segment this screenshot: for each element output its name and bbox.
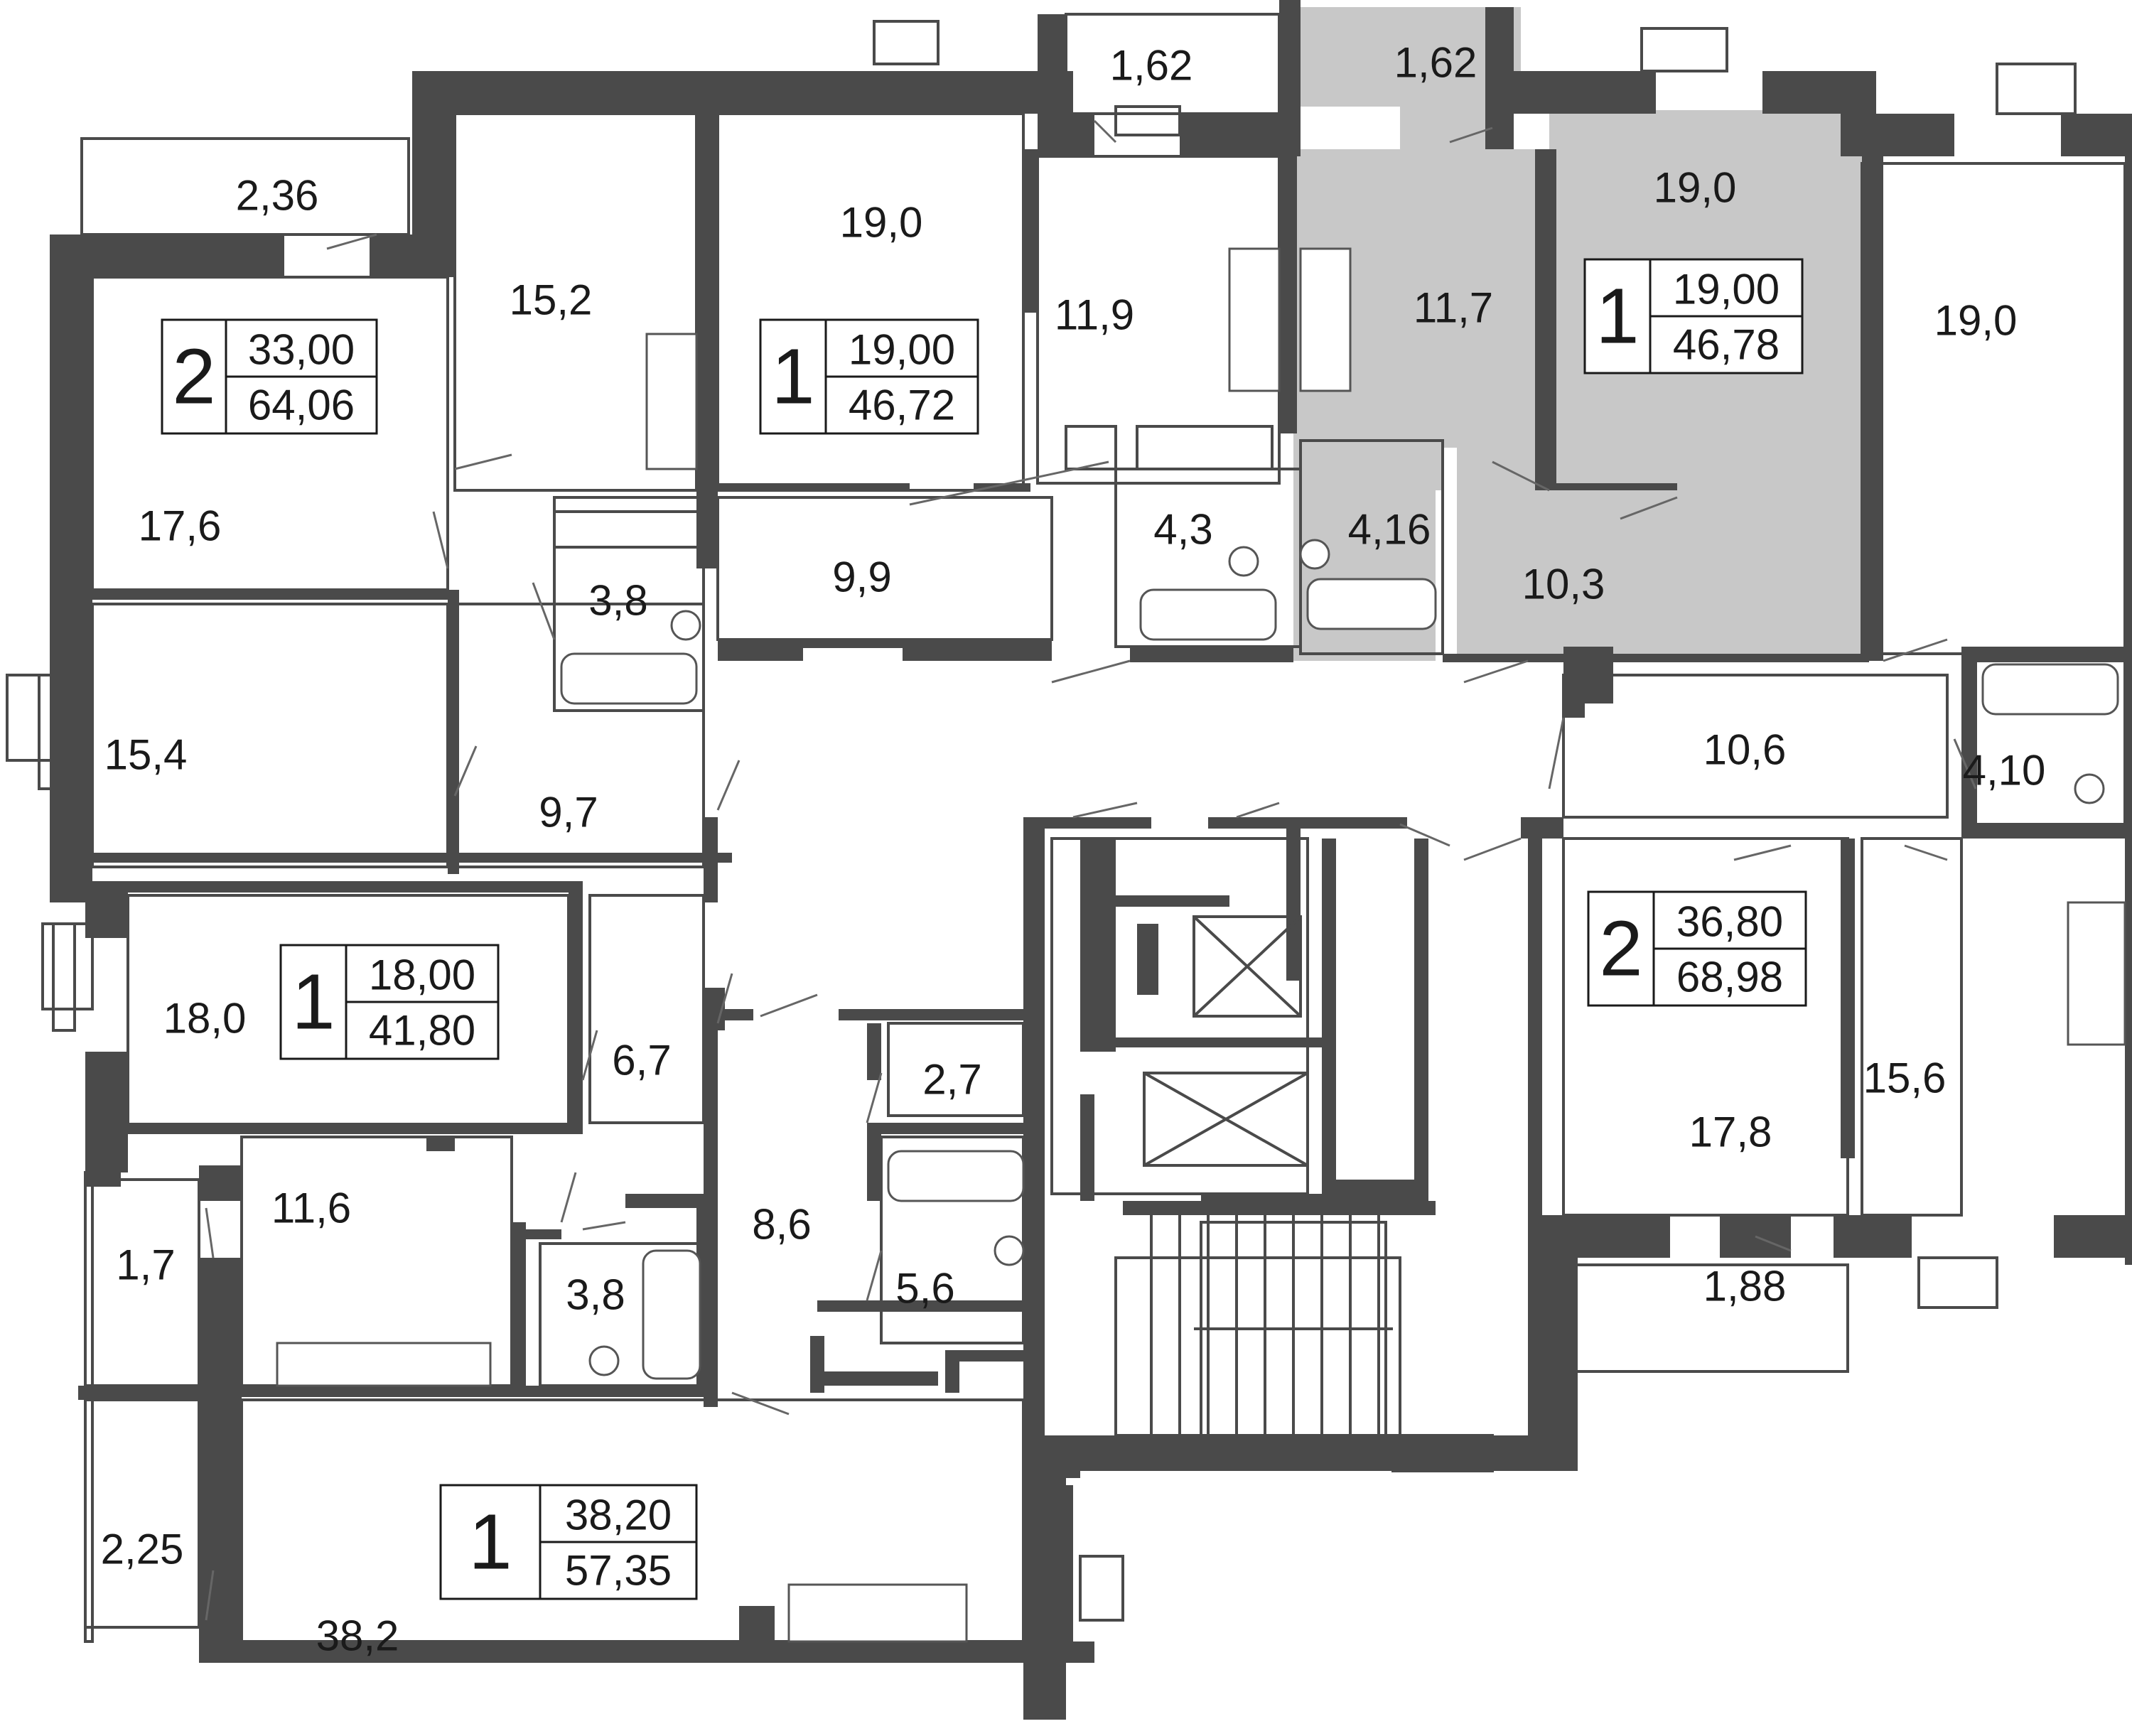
room-area-label: 10,3	[1522, 561, 1605, 608]
card-total-area: 41,80	[369, 1007, 475, 1055]
room-area-label: 9,9	[832, 554, 891, 601]
apartment-card[interactable]: 2 33,00 64,06	[161, 318, 378, 435]
card-living-area: 33,00	[248, 326, 355, 374]
balconies	[6, 13, 2077, 1643]
card-room-count: 1	[291, 959, 335, 1046]
card-room-count: 1	[771, 333, 814, 421]
apartment-card[interactable]: 2 36,80 68,98	[1587, 890, 1807, 1007]
room-area-label: 17,8	[1689, 1109, 1772, 1156]
room-area-label: 1,88	[1703, 1263, 1787, 1310]
apartment-card[interactable]: 1 18,00 41,80	[279, 944, 500, 1060]
card-living-area: 19,00	[849, 326, 955, 374]
room-area-label: 2,25	[101, 1526, 184, 1573]
card-room-count: 1	[1595, 273, 1639, 360]
interior-lines	[84, 112, 2126, 1643]
room-area-label: 9,7	[539, 789, 598, 836]
card-total-area: 68,98	[1676, 954, 1783, 1001]
apartment-card-selected[interactable]: 1 19,00 46,78	[1583, 258, 1804, 374]
card-living-area: 19,00	[1673, 266, 1780, 313]
room-area-label: 11,7	[1414, 284, 1493, 332]
room-area-label: 19,0	[1654, 164, 1737, 212]
elevator-shafts	[1143, 915, 1309, 1167]
card-living-area: 36,80	[1676, 898, 1783, 946]
card-total-area: 46,72	[849, 382, 955, 429]
room-area-label: 2,36	[236, 172, 319, 220]
doors	[205, 119, 1977, 1621]
room-area-label: 19,0	[840, 199, 923, 247]
card-total-area: 46,78	[1673, 321, 1780, 369]
room-area-label: 19,0	[1934, 297, 2018, 345]
fixtures	[276, 247, 2126, 1643]
room-area-label: 38,2	[316, 1612, 399, 1660]
room-area-label: 15,2	[510, 276, 593, 324]
room-area-label: 4,3	[1153, 506, 1212, 554]
room-area-label: 18,0	[163, 995, 247, 1042]
card-room-count: 2	[1599, 905, 1642, 993]
stairwell	[1114, 1215, 1401, 1437]
room-area-label: 4,16	[1348, 506, 1431, 554]
room-area-label: 1,62	[1394, 39, 1477, 87]
card-total-area: 64,06	[248, 382, 355, 429]
apartment-card[interactable]: 1 38,20 57,35	[439, 1484, 698, 1600]
room-area-label: 10,6	[1703, 726, 1787, 774]
card-living-area: 18,00	[369, 951, 475, 999]
room-area-label: 17,6	[139, 502, 222, 550]
room-area-label: 15,6	[1863, 1055, 1947, 1102]
room-area-label: 5,6	[895, 1265, 954, 1312]
room-area-labels: 1,62 1,62 2,36 15,2 19,0 11,9 11,7 19,0 …	[101, 39, 2046, 1660]
card-total-area: 57,35	[565, 1547, 672, 1595]
room-area-label: 6,7	[612, 1037, 671, 1084]
room-area-label: 3,8	[588, 577, 647, 625]
room-area-label: 15,4	[104, 731, 188, 779]
room-area-label: 1,7	[116, 1241, 175, 1289]
card-room-count: 2	[172, 333, 215, 421]
room-area-label: 3,8	[566, 1271, 625, 1319]
room-area-label: 2,7	[922, 1056, 981, 1104]
room-area-label: 1,62	[1110, 42, 1193, 90]
card-room-count: 1	[468, 1499, 512, 1586]
room-area-label: 11,6	[271, 1185, 351, 1232]
room-area-label: 8,6	[752, 1201, 811, 1249]
apartment-card[interactable]: 1 19,00 46,72	[759, 318, 979, 435]
room-area-label: 11,9	[1055, 291, 1134, 339]
card-living-area: 38,20	[565, 1492, 672, 1539]
room-area-label: 4,10	[1963, 747, 2046, 794]
